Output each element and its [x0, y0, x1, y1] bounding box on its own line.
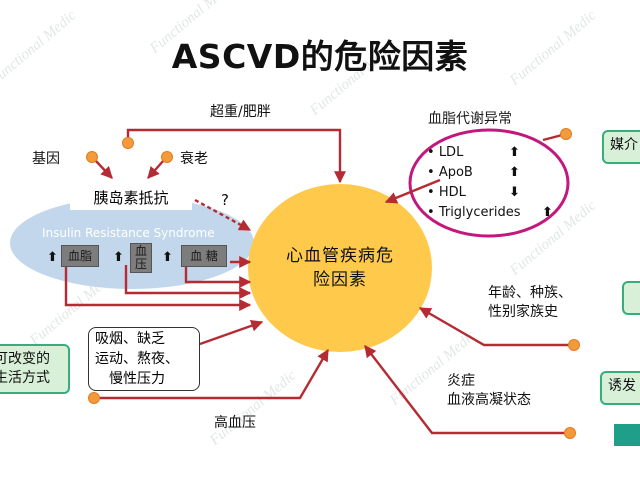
orange-dot-icon [568, 339, 580, 351]
lipid-ring [408, 128, 570, 238]
syndrome-pressure-label-1: 血 [134, 244, 147, 258]
orange-dot-icon [161, 151, 173, 163]
arrow-syndrome-1 [64, 265, 252, 311]
arrow-overweight [126, 128, 346, 184]
arrow-insulin [194, 198, 252, 232]
syndrome-pressure-label-2: 压 [134, 257, 147, 271]
arrow-lifestyle [199, 319, 264, 346]
arrow-genetics [94, 159, 113, 179]
lipid-row: • ApoB ⬆ [427, 165, 520, 180]
syndrome-lipid-label: 血脂 [67, 248, 92, 263]
syndrome-label: Insulin Resistance Syndrome [42, 226, 215, 240]
orange-dot-icon [88, 392, 100, 404]
insulin-resistance-label: 胰岛素抵抗 [93, 189, 169, 207]
label-genetics: 基因 [32, 151, 60, 167]
lifestyle-line-2: 运动、熬夜、 [95, 351, 179, 367]
orange-dot-icon [560, 128, 572, 140]
orange-dot-icon [564, 427, 576, 439]
mediator-box: 媒介 [602, 130, 640, 164]
orange-dot-icon [122, 137, 134, 149]
arrow-down-icon: ⬇ [509, 185, 520, 200]
teal-corner-block [614, 424, 640, 446]
lipid-row: • HDL ⬇ [427, 185, 520, 200]
arrow-up-icon: ⬆ [113, 250, 124, 265]
arrow-up-icon: ⬆ [509, 165, 520, 180]
arrow-syndrome-3 [184, 265, 252, 288]
lipid-row: • Triglycerides ⬆ [427, 205, 553, 220]
trigger-box: 诱发 [600, 371, 640, 405]
modifiable-line-2: 生活方式 [0, 370, 50, 386]
arrow-dyslipidemia [384, 178, 441, 204]
page-title: ASCVD的危险因素 [171, 37, 469, 76]
lifestyle-line-1: 吸烟、缺乏 [95, 331, 165, 347]
label-question-mark: ? [221, 191, 229, 209]
orange-dot-icons [86, 128, 580, 439]
modifiable-line-1: 可改变的 [0, 351, 50, 367]
middle-right-box [622, 281, 640, 315]
syndrome-lipid: 血脂 [61, 245, 99, 267]
label-overweight: 超重/肥胖 [210, 104, 271, 120]
syndrome-sugar-label: 血 糖 [190, 248, 218, 263]
arrow-up-icon: ⬆ [542, 205, 553, 220]
lipid-name: LDL [438, 145, 464, 160]
arrow-up-icon: ⬆ [509, 145, 520, 160]
label-hypertension: 高血压 [214, 415, 256, 431]
label-aging: 衰老 [180, 151, 208, 167]
connector-lines [64, 128, 574, 435]
lipid-name: HDL [438, 185, 466, 200]
arrow-inflammation [364, 345, 570, 435]
arrow-hypertension [94, 348, 330, 400]
syndrome-sugar: 血 糖 [181, 245, 227, 267]
label-demographics-1: 年龄、种族、 [488, 285, 572, 301]
center-label-line-1: 心血管疾病危 [286, 246, 394, 266]
lipid-name: Triglycerides [438, 205, 521, 220]
mediator-label: 媒介 [610, 137, 638, 153]
label-inflammation-1: 炎症 [447, 373, 475, 389]
label-demographics-2: 性别家族史 [488, 304, 558, 320]
center-risk-box: 心血管疾病危 险因素 [266, 232, 414, 304]
arrow-aging [147, 159, 165, 179]
arrow-demographics [418, 306, 574, 347]
syndrome-pressure: 血 压 [130, 243, 152, 273]
orange-dot-icon [86, 151, 98, 163]
arrow-up-icon: ⬆ [47, 250, 58, 265]
center-label-line-2: 险因素 [313, 270, 367, 290]
lifestyle-habits-box: 吸烟、缺乏 运动、熬夜、 慢性压力 [88, 327, 200, 391]
lifestyle-line-3: 慢性压力 [109, 371, 165, 387]
arrow-syndrome-2 [124, 265, 252, 299]
insulin-resistance-box: 胰岛素抵抗 [70, 186, 192, 210]
modifiable-lifestyle-box: 可改变的 生活方式 [0, 344, 70, 394]
lipid-row: • LDL ⬆ [427, 145, 520, 160]
label-inflammation-2: 血液高凝状态 [447, 392, 531, 408]
arrow-up-icon: ⬆ [162, 250, 173, 265]
dyslipidemia-title: 血脂代谢异常 [428, 111, 512, 127]
trigger-label: 诱发 [608, 378, 636, 394]
lipid-name: ApoB [438, 165, 473, 180]
